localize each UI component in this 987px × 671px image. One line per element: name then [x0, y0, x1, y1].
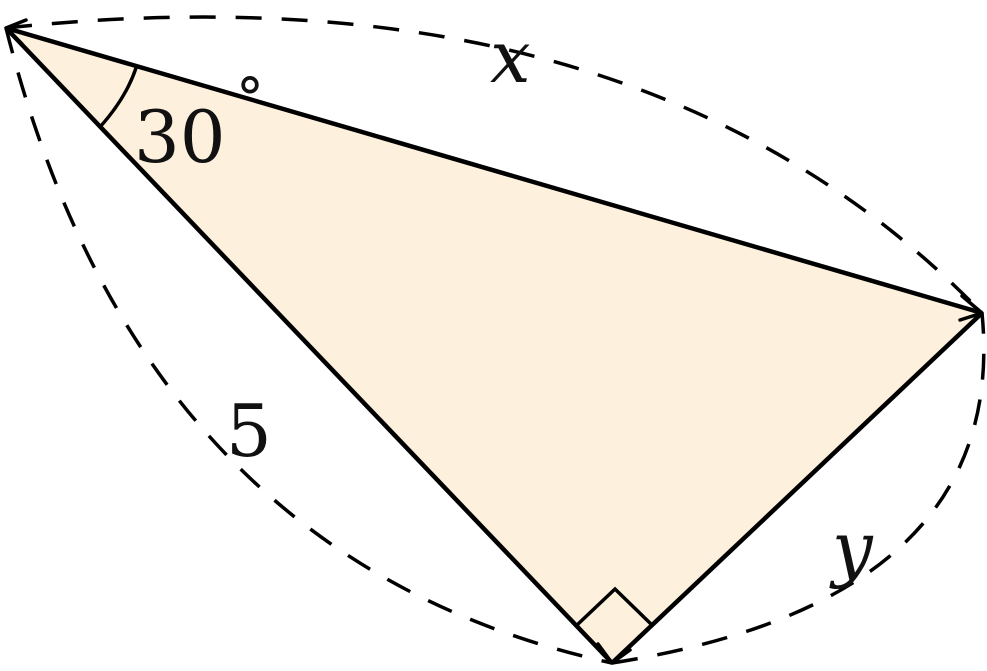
- arrowhead-top-left: [4, 18, 28, 46]
- right-angle-marker: [575, 586, 654, 627]
- hypotenuse-dashed-arc: [5, 15, 984, 315]
- opposite-side: [610, 311, 984, 665]
- adjacent-side: [4, 26, 614, 665]
- angle-value-label: 30: [134, 95, 226, 179]
- arrowhead-bottom: [596, 642, 632, 665]
- angle-arc: [98, 67, 138, 129]
- adjacent-label: 5: [226, 389, 272, 473]
- degree-symbol: °: [236, 67, 264, 132]
- triangle-fill: [6, 28, 982, 663]
- adjacent-dashed-arc: [4, 27, 613, 665]
- arrowhead-right: [958, 294, 984, 322]
- hypotenuse-side: [5, 25, 983, 316]
- opposite-label: y: [829, 506, 874, 590]
- opposite-dashed-arc: [611, 312, 986, 665]
- hypotenuse-label: x: [490, 15, 531, 99]
